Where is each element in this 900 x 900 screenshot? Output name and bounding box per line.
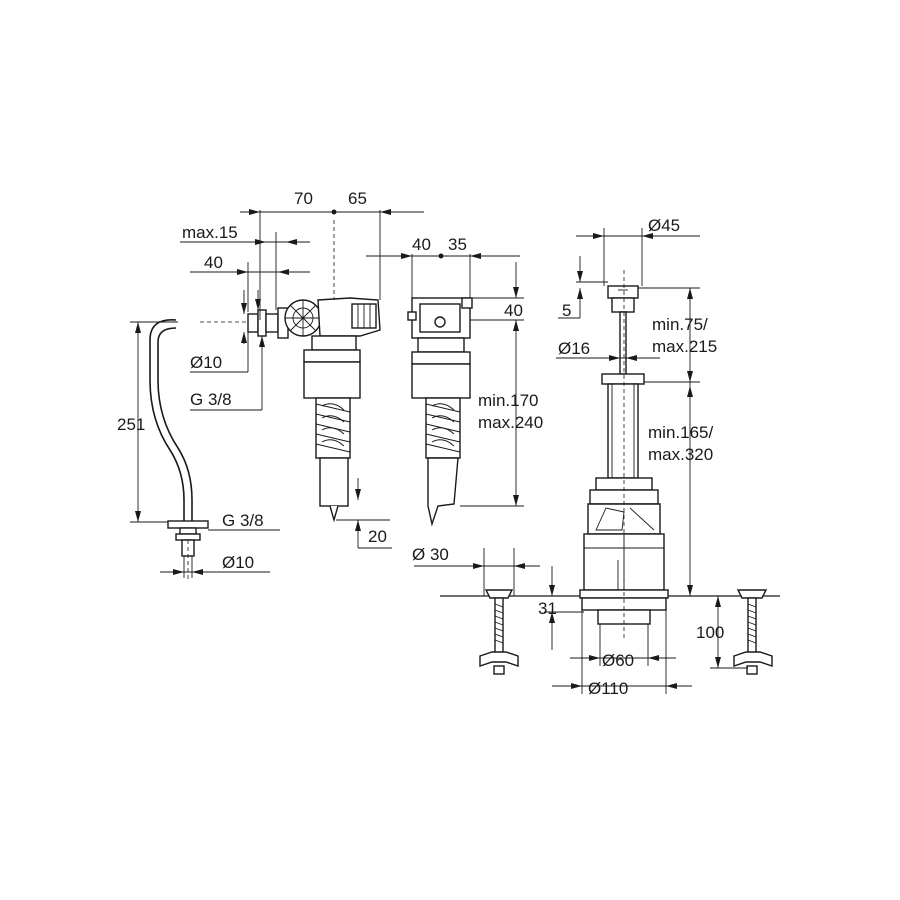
dim-20-label: 20 bbox=[368, 527, 387, 546]
dia10-upper-label: Ø10 bbox=[190, 353, 222, 372]
min170-label: min.170 bbox=[478, 391, 538, 410]
g38-lower-label: G 3/8 bbox=[222, 511, 264, 530]
fill-valve-front bbox=[407, 297, 473, 527]
dim-height-right: min.75/ max.215 min.165/ max.320 bbox=[638, 287, 717, 596]
max15-label: max.15 bbox=[182, 223, 238, 242]
dim-5: 5 bbox=[558, 256, 608, 320]
dim-31-label: 31 bbox=[538, 599, 557, 618]
dia16-label: Ø16 bbox=[558, 339, 590, 358]
dim-5-label: 5 bbox=[562, 301, 571, 320]
dia10-lower-label: Ø10 bbox=[222, 553, 254, 572]
dim-40-right: 40 min.170 max.240 bbox=[460, 262, 543, 507]
max215-label: max.215 bbox=[652, 337, 717, 356]
min165-label: min.165/ bbox=[648, 423, 713, 442]
dim-40-35: 40 35 bbox=[366, 235, 520, 298]
dia45-label: Ø45 bbox=[648, 216, 680, 235]
dim-20: 20 bbox=[336, 478, 392, 549]
dim-100-label: 100 bbox=[696, 623, 724, 642]
dim-dia60: Ø60 bbox=[570, 624, 676, 670]
dim-dia10-lower: Ø10 bbox=[160, 553, 270, 578]
dim-31: 31 bbox=[538, 566, 584, 650]
g38-upper-label: G 3/8 bbox=[190, 390, 232, 409]
dim-70-label: 70 bbox=[294, 189, 313, 208]
max320-label: max.320 bbox=[648, 445, 713, 464]
dim-dia16: Ø16 bbox=[556, 339, 660, 361]
dim-40-left: 40 bbox=[190, 253, 310, 312]
dim-100: 100 bbox=[696, 596, 748, 669]
fixing-bolt-left: Ø 30 bbox=[412, 545, 540, 675]
max240-label: max.240 bbox=[478, 413, 543, 432]
min75-label: min.75/ bbox=[652, 315, 708, 334]
dim-g38-lower: G 3/8 bbox=[208, 511, 280, 531]
dim-40-right-label: 40 bbox=[504, 301, 523, 320]
dia30-label: Ø 30 bbox=[412, 545, 449, 564]
dim-251: 251 bbox=[117, 321, 178, 523]
dim-max15: max.15 bbox=[180, 223, 310, 310]
dim-70-65: 70 65 bbox=[240, 189, 424, 320]
supply-pipe bbox=[149, 319, 209, 580]
fill-valve-side bbox=[200, 220, 381, 523]
dia60-label: Ø60 bbox=[602, 651, 634, 670]
dim-251-label: 251 bbox=[117, 415, 145, 434]
dim-40-mid-label: 40 bbox=[412, 235, 431, 254]
dim-upper-connector: Ø10 G 3/8 bbox=[190, 290, 265, 411]
dia110-label: Ø110 bbox=[588, 679, 628, 698]
dim-dia45: Ø45 bbox=[576, 216, 700, 286]
dim-65-label: 65 bbox=[348, 189, 367, 208]
fixing-bolt-right bbox=[733, 589, 773, 675]
dim-dia110: Ø110 bbox=[552, 610, 692, 698]
dim-35-label: 35 bbox=[448, 235, 467, 254]
dim-40-left-label: 40 bbox=[204, 253, 223, 272]
flush-valve bbox=[579, 270, 669, 640]
